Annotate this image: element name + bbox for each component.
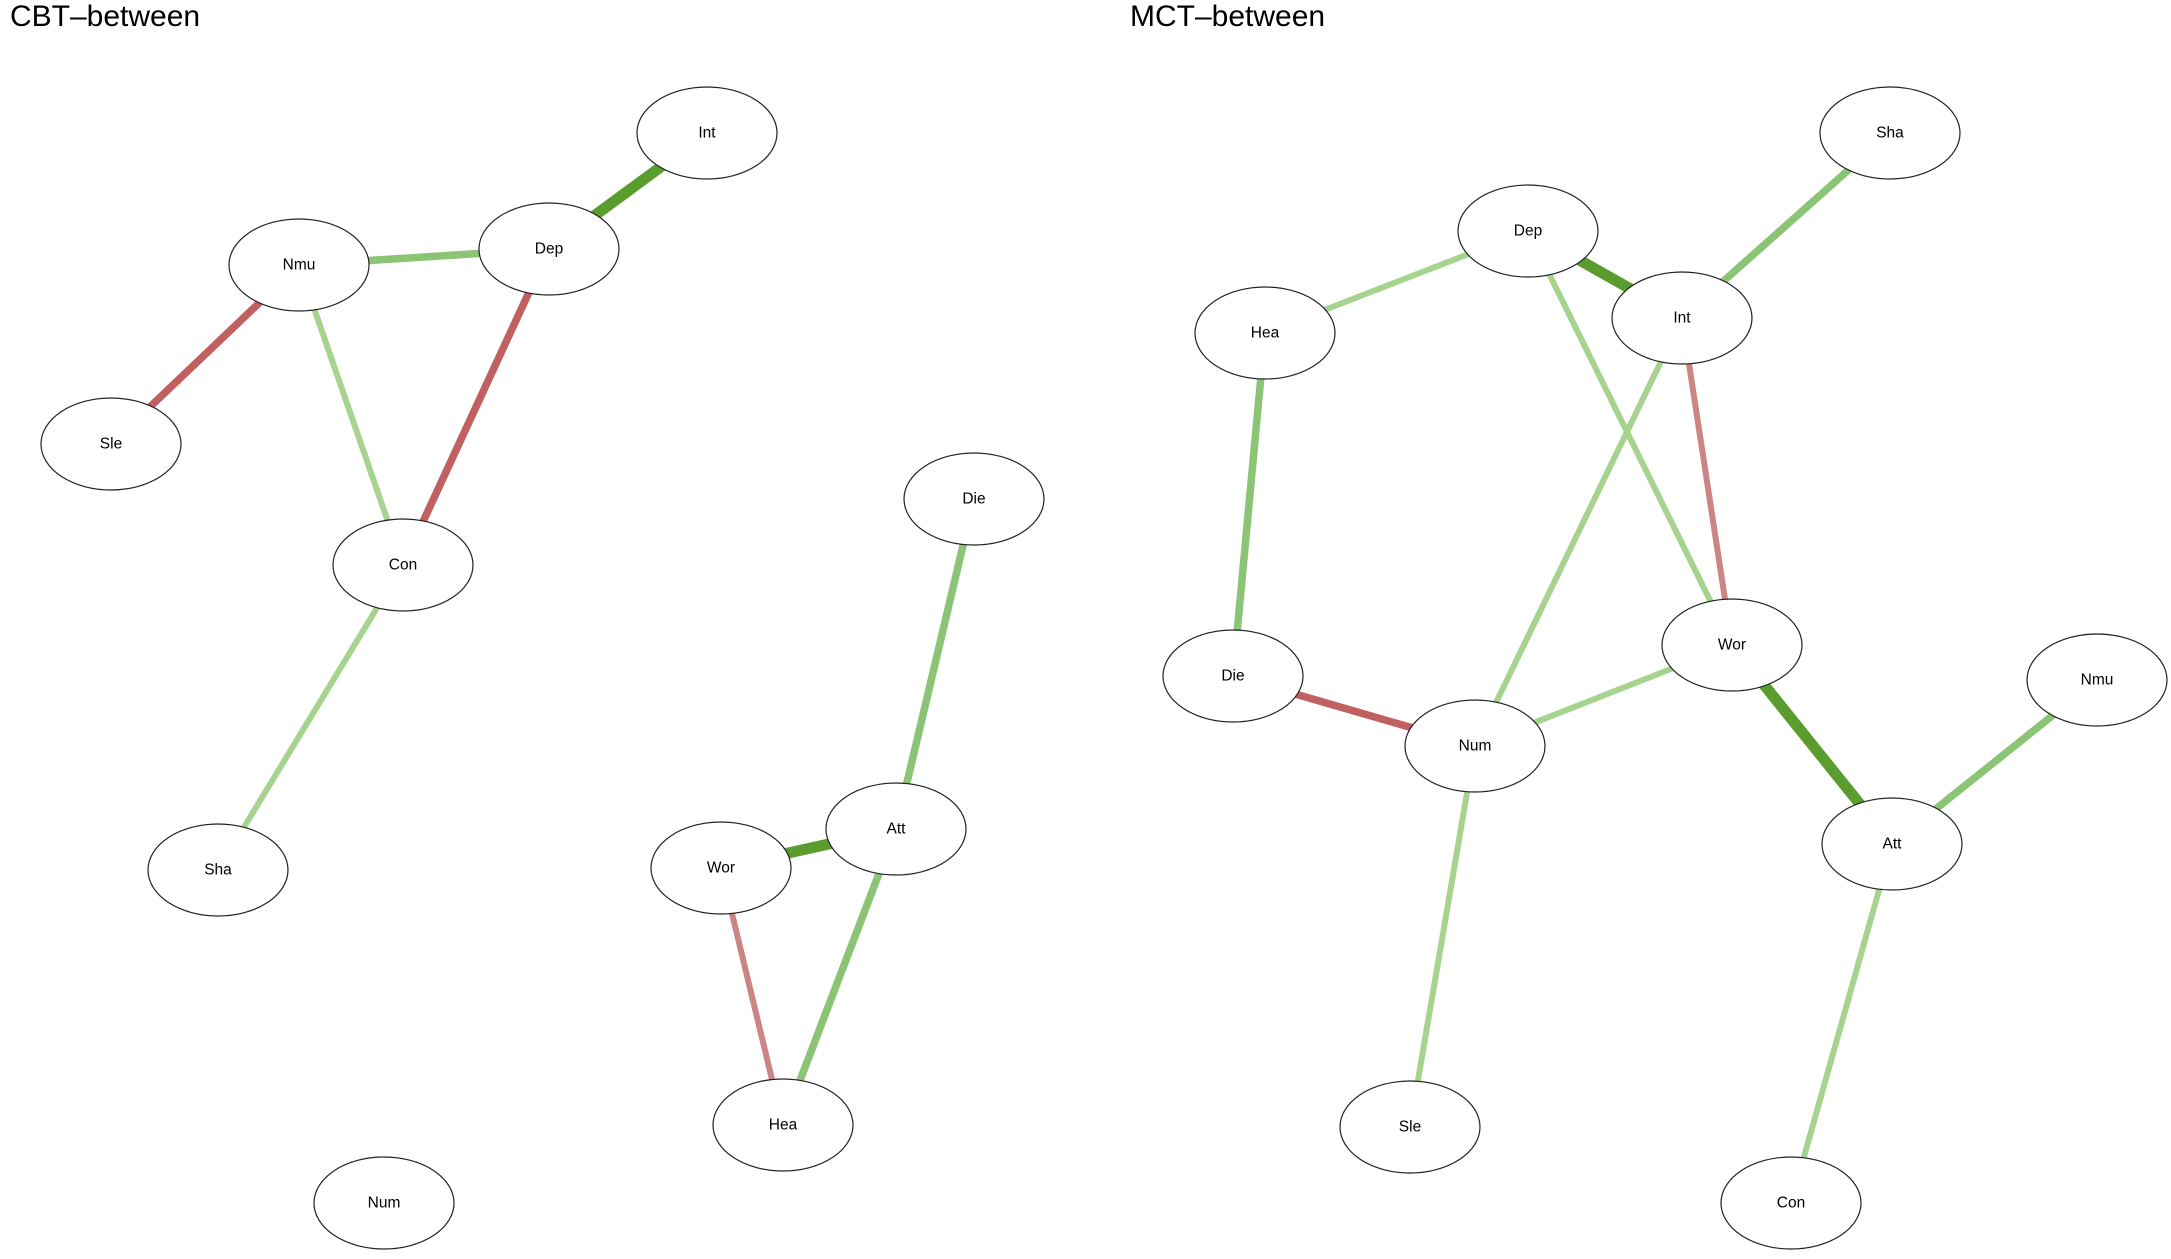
mct-node-hea: Hea (1194, 286, 1336, 380)
mct-node-label: Wor (1718, 637, 1746, 654)
mct-node-dep: Dep (1457, 184, 1599, 278)
cbt-edge-con-sha (215, 563, 406, 872)
mct-node-circle (1821, 797, 1963, 891)
mct-edge-num-sle (1407, 745, 1478, 1128)
mct-node-sha: Sha (1819, 86, 1961, 180)
cbt-node-label: Sle (100, 436, 122, 453)
mct-node-circle (1819, 86, 1961, 180)
cbt-edge-dep-con (399, 247, 553, 567)
mct-edge-int-num (1472, 316, 1685, 748)
cbt-node-circle (712, 1078, 854, 1172)
mct-edge-hea-die (1229, 332, 1269, 677)
cbt-node-label: Att (887, 821, 907, 838)
cbt-node-circle (650, 821, 792, 915)
mct-node-label: Num (1459, 738, 1492, 755)
cbt-node-circle (903, 452, 1045, 546)
cbt-edge-die-att (892, 498, 978, 830)
mct-node-circle (1720, 1156, 1862, 1250)
mct-node-label: Con (1777, 1195, 1805, 1212)
mct-node-label: Att (1883, 836, 1903, 853)
mct-node-int: Int (1611, 271, 1753, 365)
mct-edge-att-con (1788, 843, 1895, 1204)
cbt-node-circle (147, 823, 289, 917)
mct-node-circle (1339, 1080, 1481, 1174)
mct-node-label: Sha (1876, 125, 1904, 142)
cbt-node-num: Num (313, 1156, 455, 1250)
cbt-node-int: Int (636, 86, 778, 180)
mct-node-circle (1661, 598, 1803, 692)
mct-node-num: Num (1404, 699, 1546, 793)
cbt-node-con: Con (332, 518, 474, 612)
cbt-node-label: Num (368, 1195, 401, 1212)
mct-node-con: Con (1720, 1156, 1862, 1250)
cbt-node-circle (228, 218, 370, 312)
mct-edge-int-wor (1679, 317, 1735, 646)
mct-node-label: Hea (1251, 325, 1280, 342)
mct-network-title: MCT–between (1130, 0, 1326, 33)
cbt-node-label: Wor (707, 860, 735, 877)
mct-node-sle: Sle (1339, 1080, 1481, 1174)
cbt-node-sle: Sle (40, 397, 182, 491)
cbt-network-title: CBT–between (10, 0, 201, 33)
cbt-node-label: Int (698, 125, 716, 142)
mct-node-nmu: Nmu (2026, 633, 2168, 727)
mct-node-label: Int (1673, 310, 1691, 327)
cbt-node-circle (478, 202, 620, 296)
cbt-node-label: Dep (535, 241, 563, 258)
cbt-node-dep: Dep (478, 202, 620, 296)
mct-node-circle (1457, 184, 1599, 278)
cbt-node-att: Att (825, 782, 967, 876)
mct-node-circle (1404, 699, 1546, 793)
cbt-node-circle (40, 397, 182, 491)
cbt-node-circle (636, 86, 778, 180)
mct-node-label: Nmu (2081, 672, 2114, 689)
mct-node-circle (1194, 286, 1336, 380)
mct-node-die: Die (1162, 629, 1304, 723)
mct-node-label: Dep (1514, 223, 1542, 240)
cbt-node-circle (313, 1156, 455, 1250)
cbt-node-label: Die (962, 491, 985, 508)
cbt-node-sha: Sha (147, 823, 289, 917)
mct-node-circle (2026, 633, 2168, 727)
cbt-node-label: Sha (204, 862, 232, 879)
mct-node-label: Sle (1399, 1119, 1421, 1136)
cbt-node-circle (825, 782, 967, 876)
cbt-node-die: Die (903, 452, 1045, 546)
cbt-node-hea: Hea (712, 1078, 854, 1172)
mct-node-label: Die (1221, 668, 1244, 685)
cbt-node-wor: Wor (650, 821, 792, 915)
cbt-edge-att-hea (779, 827, 900, 1127)
mct-edge-dep-wor (1525, 229, 1735, 647)
cbt-node-nmu: Nmu (228, 218, 370, 312)
cbt-edge-nmu-con (296, 264, 406, 566)
mct-node-att: Att (1821, 797, 1963, 891)
mct-node-wor: Wor (1661, 598, 1803, 692)
cbt-node-label: Hea (769, 1117, 798, 1134)
cbt-node-label: Nmu (283, 257, 316, 274)
mct-node-circle (1162, 629, 1304, 723)
mct-node-circle (1611, 271, 1753, 365)
cbt-node-circle (332, 518, 474, 612)
cbt-node-label: Con (389, 557, 417, 574)
